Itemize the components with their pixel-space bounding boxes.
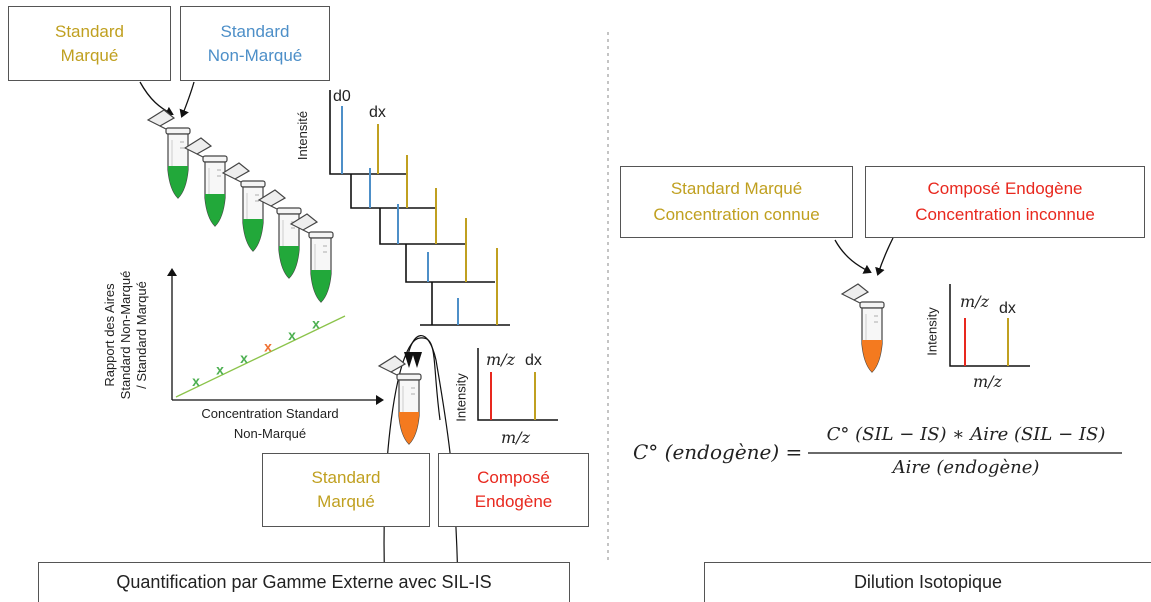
sample-spectrum-left-xlabel: m/z [501,428,530,447]
standard-marque-bottom-line-2: Marqué [317,492,375,511]
standard-non-marque-line-2: Non-Marqué [207,45,303,65]
right-compose-endogene-box: Composé Endogène Concentration inconnue [865,166,1145,238]
calibration-xlabel-line-2: Non-Marqué [233,426,307,441]
calibration-point-4: x [264,339,272,355]
sample-tube-right [841,283,885,373]
right-spectrum-ylabel: Intensity [924,307,940,356]
compose-endogene-bottom-line-2: Endogène [474,492,553,511]
compose-endogene-bottom-line-1: Composé [477,468,550,487]
calibration-axes [167,268,384,405]
standard-non-marque-line-1: Standard [220,21,290,41]
compose-endogene-bottom-box: Composé Endogène [438,453,589,527]
calibration-ylabel: Rapport des Aires Standard Non-Marqué / … [102,255,150,415]
formula-denominator: Aire (endogène) [892,457,1040,478]
calibration-point-3: x [240,350,248,366]
arrow-right-marked-to-tube [834,239,872,274]
calibration-ylabel-line-1: Rapport des Aires [102,283,117,387]
spectra-d0-label: d0 [333,88,351,105]
sample-tube-left [378,355,422,445]
calibration-ylabel-line-3: / Standard Marqué [134,281,149,389]
sample-spectrum-right [949,284,1030,367]
formula-numerator: C° (SIL − IS) ∗ Aire (SIL − IS) [826,424,1106,445]
calibration-point-6: x [312,316,320,332]
right-spectrum-xlabel: m/z [973,372,1002,391]
right-standard-marque-line-1: Standard Marqué [670,179,803,198]
standard-marque-bottom-box: Standard Marqué [262,453,430,527]
calibration-point-1: x [192,373,200,389]
sample-spectrum-left-ylabel: Intensity [453,373,469,422]
spectra-ylabel: Intensité [295,110,311,161]
standard-marque-line-2: Marqué [60,45,119,65]
right-spectrum-peak2: dx [999,300,1016,317]
standard-marque-bottom-line-1: Standard [311,468,381,487]
right-standard-marque-line-2: Concentration connue [653,205,820,224]
right-compose-endogene-line-2: Concentration inconnue [915,205,1095,224]
calibration-ylabel-line-2: Standard Non-Marqué [118,270,133,400]
calibration-xlabel: Concentration Standard Non-Marqué [184,404,356,444]
tube-series [147,109,334,303]
left-panel-title: Quantification par Gamme Externe avec SI… [38,562,570,602]
standard-marque-line-1: Standard [55,21,124,41]
right-compose-endogene-line-1: Composé Endogène [927,179,1083,198]
sample-spectrum-left-peak1: m/z [486,350,515,369]
stacked-spectra [329,90,510,326]
arrow-unmarked-to-tube [179,81,195,118]
arrow-right-endogenous-to-tube [875,237,894,276]
calibration-point-5: x [288,327,296,343]
left-panel-title-text: Quantification par Gamme Externe avec SI… [116,572,492,592]
right-panel-title: Dilution Isotopique [704,562,1151,602]
right-panel-title-text: Dilution Isotopique [853,572,1003,592]
calibration-line [175,315,346,398]
right-spectrum-peak1: m/z [960,292,989,311]
arrow-marked-to-tube [139,81,174,116]
standard-non-marque-source-box: Standard Non-Marqué [180,6,330,81]
standard-marque-source-box: Standard Marqué [8,6,171,81]
sample-spectrum-left [477,348,558,421]
spectra-dx-label: dx [369,104,386,121]
calibration-xlabel-line-1: Concentration Standard [201,406,339,421]
sample-spectrum-left-peak2: dx [525,352,542,369]
calibration-point-2: x [216,362,224,378]
formula-lhs: C° (endogène) = [633,440,803,464]
right-standard-marque-box: Standard Marqué Concentration connue [620,166,853,238]
